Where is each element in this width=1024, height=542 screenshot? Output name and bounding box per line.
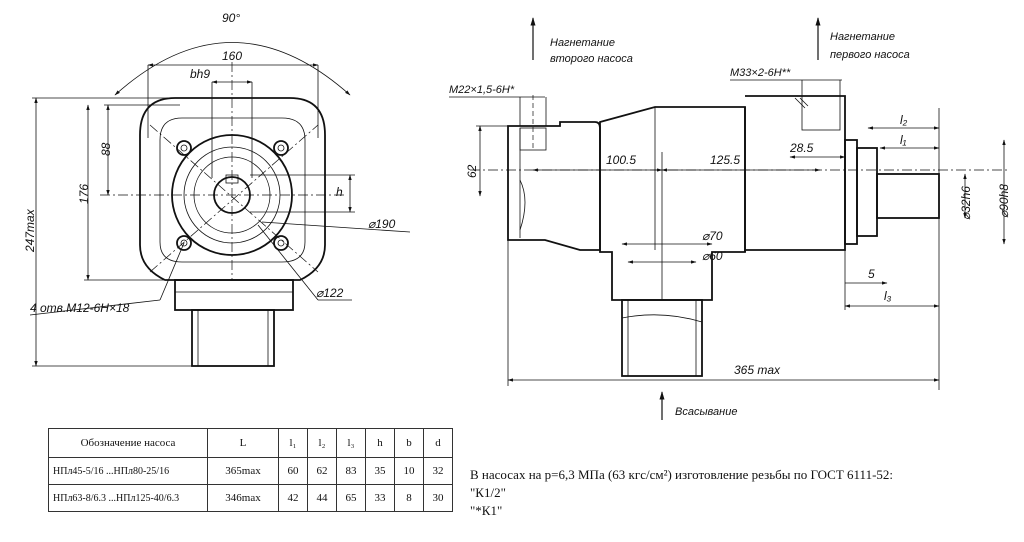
header-b: b (394, 428, 424, 458)
flange-outline (139, 97, 326, 281)
dim-diameter-190: ⌀190 (368, 217, 396, 231)
row1-name: НПл45-5/16 ...НПл80-25/16 (48, 457, 208, 485)
dim-365: 365 max (734, 363, 781, 377)
dim-176: 176 (77, 184, 91, 204)
header-pump: Обозначение насоса (48, 428, 208, 458)
header-h: h (365, 428, 395, 458)
row2-h: 33 (365, 484, 395, 512)
drive-shaft (876, 173, 940, 219)
holes-label: 4 отв.М12-6Н×18 (30, 301, 130, 315)
row2-l1: 42 (278, 484, 308, 512)
dim-key-width: bh9 (190, 67, 210, 81)
table-row: НПл45-5/16 ...НПл80-25/16 365max 60 62 8… (48, 457, 453, 485)
bore-outer-circle (171, 134, 293, 256)
side-view: Нагнетание второго насоса Нагнетание пер… (449, 17, 1011, 420)
row2-name: НПл63-8/6.3 ...НПл125-40/6.3 (48, 484, 208, 512)
dim-angle: 90° (222, 11, 240, 25)
rear-cap (507, 121, 601, 251)
header-l1: l₁ (278, 428, 308, 458)
bore-circle-122 (193, 156, 271, 234)
pressure-second-line2: второго насоса (550, 53, 633, 65)
shaft-circle (213, 176, 251, 214)
dim-d90: ⌀90h8 (997, 184, 1011, 218)
bolt-holes (176, 140, 289, 251)
note-line-2: "К1/2" (470, 485, 506, 500)
dim-28-5: 28.5 (789, 141, 814, 155)
dim-width-160: 160 (222, 49, 242, 63)
dim-d60: ⌀60 (702, 249, 723, 263)
thread-first: М33×2-6Н** (730, 67, 791, 79)
header-L: L (207, 428, 279, 458)
dim-d70: ⌀70 (702, 229, 723, 243)
suction-pipe-front (191, 309, 275, 367)
row1-h: 35 (365, 457, 395, 485)
flange-inner-outline (159, 117, 306, 263)
dim-5: 5 (868, 267, 875, 281)
dim-diameter-122: ⌀122 (316, 286, 344, 300)
dim-l2: l₂ (900, 113, 908, 127)
suction-label: Всасывание (675, 406, 737, 418)
angle-arc (114, 42, 351, 96)
row1-b: 10 (394, 457, 424, 485)
bore-circle-190 (183, 146, 281, 244)
row1-l3: 83 (336, 457, 366, 485)
row1-l2: 62 (307, 457, 337, 485)
table-header-row: Обозначение насоса L l₁ l₂ l₃ h b d (48, 428, 453, 458)
dim-88: 88 (99, 142, 113, 156)
pressure-second-line1: Нагнетание (550, 37, 615, 49)
pressure-first-line2: первого насоса (830, 49, 910, 61)
row1-L: 365max (207, 457, 279, 485)
thread-second: М22×1,5-6Н* (449, 84, 515, 96)
row1-d: 32 (423, 457, 453, 485)
pressure-first-line1: Нагнетание (830, 31, 895, 43)
technical-drawing: bh9 160 90° 88 176 247max h ⌀190 ⌀122 (23, 11, 1011, 420)
header-l2: l₂ (307, 428, 337, 458)
main-housing (599, 106, 746, 301)
front-housing (745, 95, 846, 251)
spec-table: Обозначение насоса L l₁ l₂ l₃ h b d НПл4… (48, 428, 453, 512)
header-d: d (423, 428, 453, 458)
header-l3: l₃ (336, 428, 366, 458)
row2-L: 346max (207, 484, 279, 512)
mount-spigot (856, 147, 878, 237)
note-line-1: В насосах на р=6,3 МПа (63 кгс/см²) изго… (470, 467, 894, 482)
front-view: bh9 160 90° 88 176 247max h ⌀190 ⌀122 (23, 11, 411, 367)
lower-boss (174, 279, 294, 311)
row1-l1: 60 (278, 457, 308, 485)
row2-l3: 65 (336, 484, 366, 512)
thread-note: В насосах на р=6,3 МПа (63 кгс/см²) изго… (470, 466, 1010, 520)
dim-l1: l₁ (900, 133, 907, 147)
row2-d: 30 (423, 484, 453, 512)
note-line-3: "*К1" (470, 503, 503, 518)
table-row: НПл63-8/6.3 ...НПл125-40/6.3 346max 42 4… (48, 484, 453, 512)
dim-247max: 247max (23, 208, 37, 253)
mount-flange (844, 139, 858, 245)
row2-b: 8 (394, 484, 424, 512)
dim-62: 62 (465, 164, 479, 178)
dim-d32: ⌀32h6 (959, 186, 973, 220)
dim-h: h (336, 185, 343, 199)
dim-125-5: 125.5 (710, 153, 740, 167)
keyway (225, 174, 239, 184)
row2-l2: 44 (307, 484, 337, 512)
port-first (801, 95, 841, 131)
dim-l3: l₃ (884, 289, 892, 303)
dim-100-5: 100.5 (606, 153, 636, 167)
suction-pipe-side (621, 299, 703, 377)
